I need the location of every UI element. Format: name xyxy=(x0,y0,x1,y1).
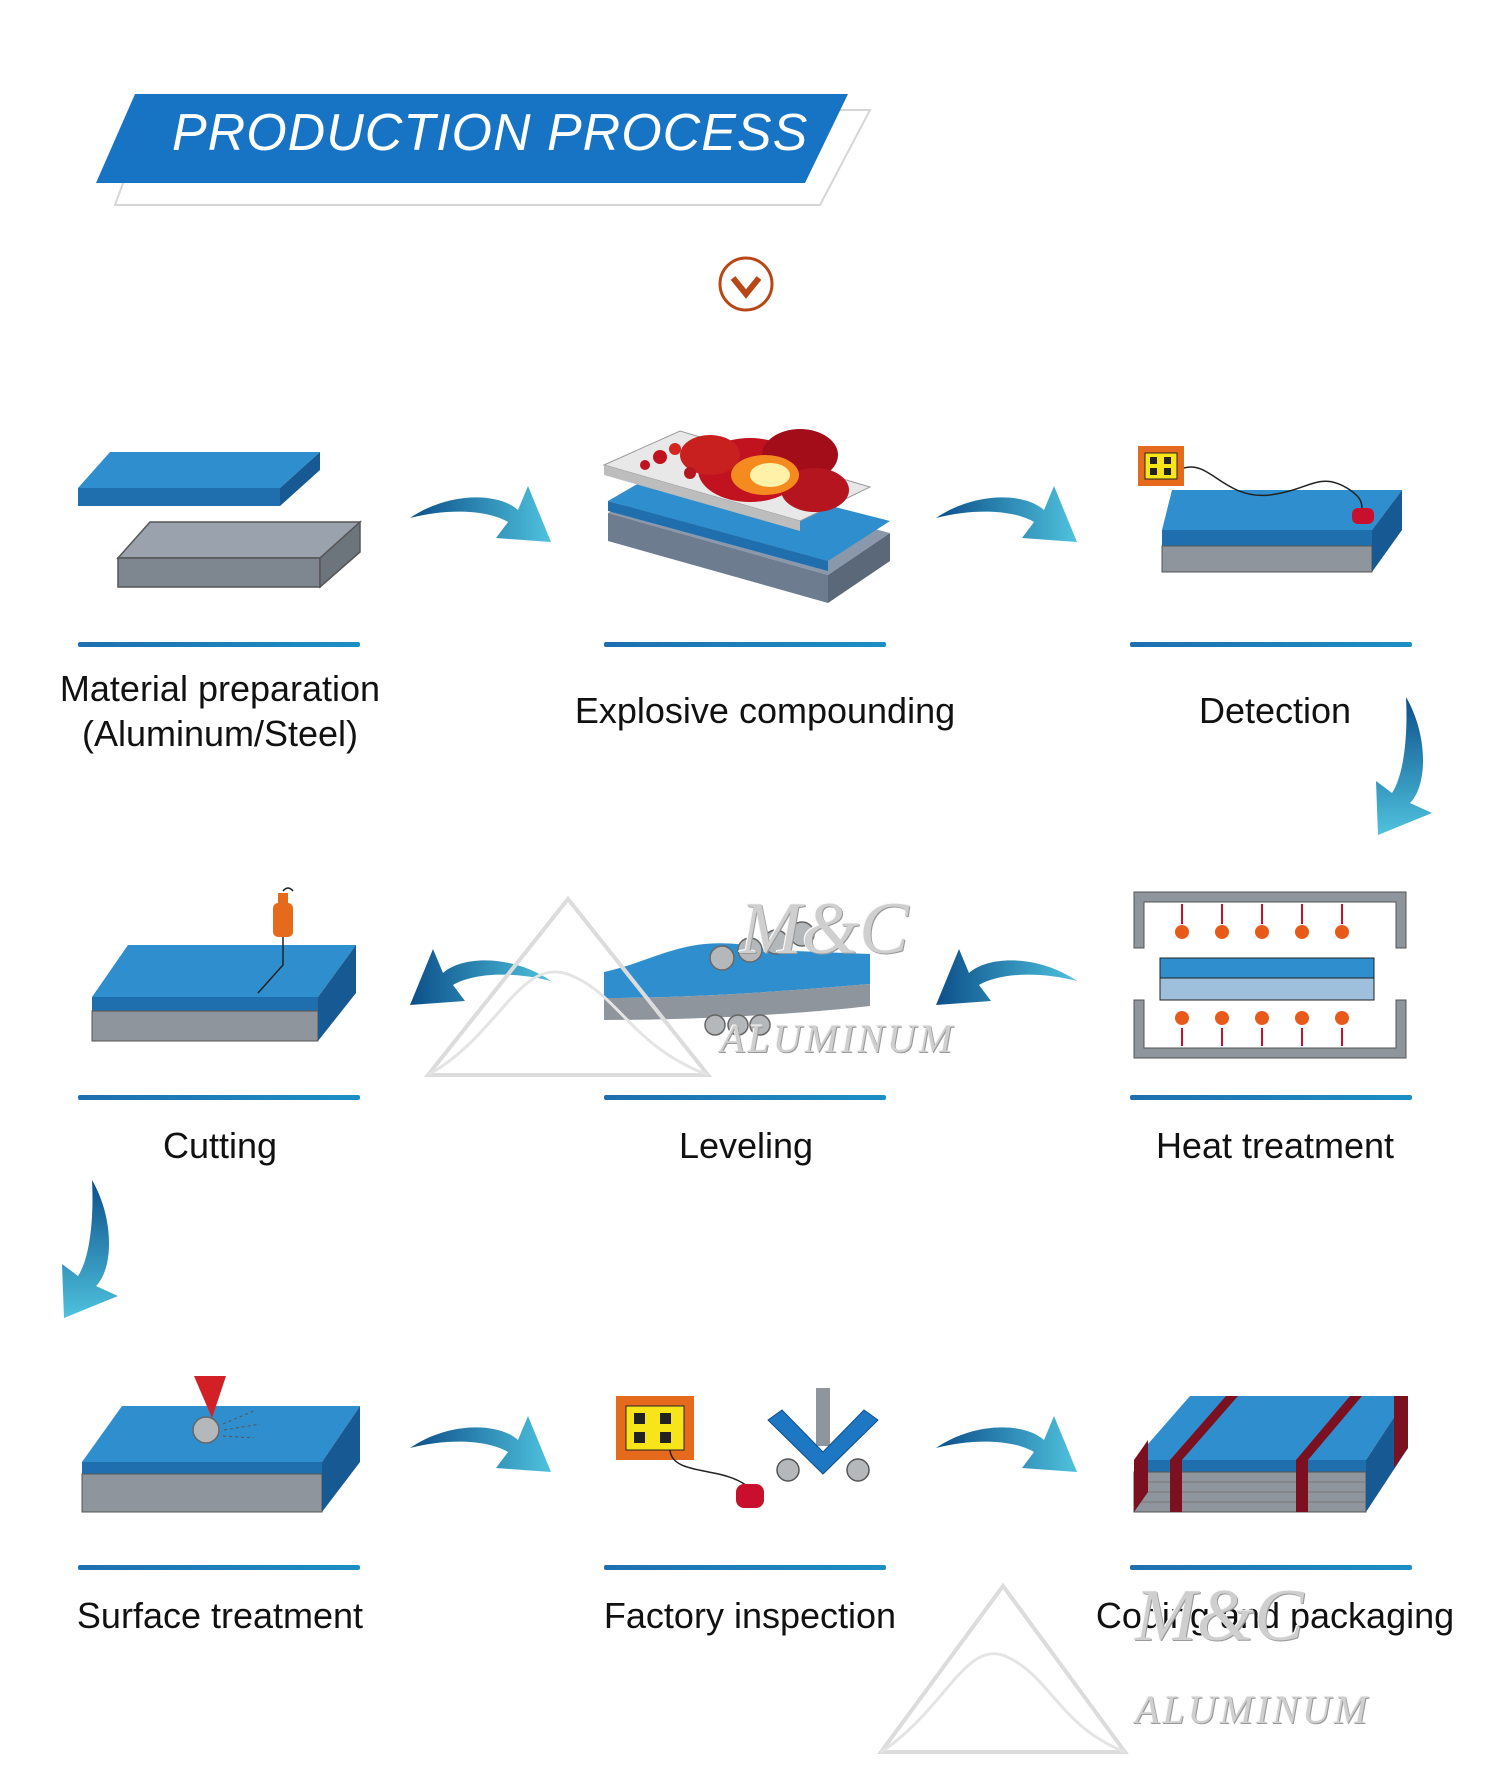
step-divider xyxy=(78,1565,360,1570)
heat-treatment-illustration xyxy=(1133,891,1407,1059)
step-label: Material preparation (Aluminum/Steel) xyxy=(10,666,430,756)
step-divider xyxy=(1130,1565,1412,1570)
step-divider xyxy=(78,642,360,647)
curved-arrow-icon xyxy=(410,949,551,1005)
curved-arrow-icon xyxy=(62,1180,118,1318)
step-divider xyxy=(1130,1095,1412,1100)
curved-arrow-icon xyxy=(936,486,1077,542)
watermark-sub: ALUMINUM xyxy=(1135,1687,1371,1732)
step-label: Surface treatment xyxy=(76,1595,364,1636)
step-label: Factory inspection xyxy=(603,1595,897,1636)
page-title: PRODUCTION PROCESS xyxy=(172,104,809,162)
detection-illustration xyxy=(1138,446,1402,573)
curved-arrow-icon xyxy=(410,486,551,542)
curved-arrow-icon xyxy=(410,1416,551,1472)
curved-arrow-icon xyxy=(936,1416,1077,1472)
chevron-down-circle-icon[interactable] xyxy=(716,254,776,314)
step-title: Material preparation xyxy=(59,668,381,709)
step-label: Coding and packaging xyxy=(1095,1595,1455,1636)
step-label: Leveling xyxy=(678,1125,814,1166)
header-banner: PRODUCTION PROCESS xyxy=(0,0,1500,230)
coding-packaging-illustration xyxy=(1133,1396,1408,1513)
step-divider xyxy=(604,642,886,647)
step-divider xyxy=(604,1565,886,1570)
step-subtitle: (Aluminum/Steel) xyxy=(81,713,359,754)
explosive-compounding-illustration xyxy=(602,429,890,603)
step-divider xyxy=(604,1095,886,1100)
step-label: Detection xyxy=(1198,690,1352,731)
step-divider xyxy=(1130,642,1412,647)
factory-inspection-illustration xyxy=(616,1388,879,1508)
step-label: Explosive compounding xyxy=(574,690,956,731)
material-preparation-illustration xyxy=(78,452,362,589)
banner-shape xyxy=(96,94,872,206)
curved-arrow-icon xyxy=(1376,697,1432,835)
cutting-illustration xyxy=(91,887,356,1042)
surface-treatment-illustration xyxy=(81,1376,360,1513)
step-divider xyxy=(78,1095,360,1100)
curved-arrow-icon xyxy=(936,949,1077,1005)
step-label: Heat treatment xyxy=(1155,1125,1395,1166)
leveling-illustration xyxy=(604,921,870,1036)
step-label: Cutting xyxy=(162,1125,278,1166)
